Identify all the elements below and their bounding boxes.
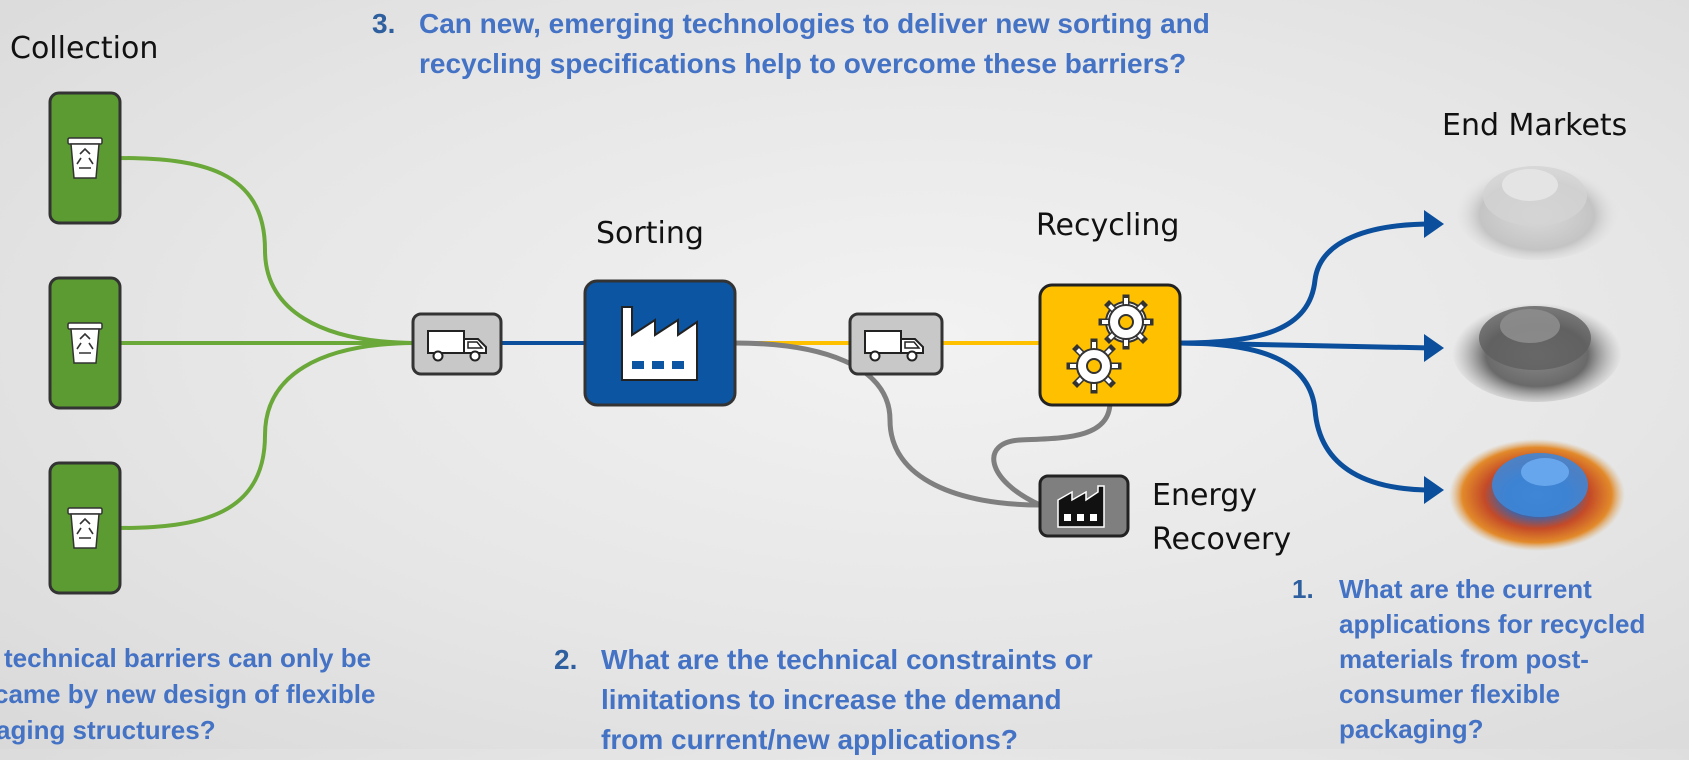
question-2: 2. What are the technical constraints or… <box>554 640 1241 760</box>
collection-bin-3 <box>48 461 122 595</box>
question-1-line-1: What are the current <box>1339 574 1592 604</box>
question-4-line-3: aging structures? <box>0 715 216 745</box>
energy-flow-lines <box>734 340 1113 508</box>
collection-bin-1 <box>48 91 122 225</box>
truck-node-1 <box>411 312 503 376</box>
collection-flow-lines <box>117 156 414 530</box>
end-market-flow-lines <box>1179 220 1434 494</box>
end-market-pile-white <box>1455 160 1619 260</box>
question-1-line-5: packaging? <box>1339 714 1484 744</box>
energy-recovery-label-line-1: Energy <box>1152 478 1258 513</box>
question-1: 1. What are the current applications for… <box>1292 572 1689 747</box>
factory-small-icon <box>1057 485 1105 528</box>
collection-label: Collection <box>10 31 159 66</box>
energy-recovery-label-line-2: Recovery <box>1152 522 1292 557</box>
recycle-bin-icon <box>67 507 103 549</box>
energy-recovery-node <box>1038 474 1130 538</box>
question-4-line-2: came by new design of flexible <box>0 679 376 709</box>
question-1-number: 1. <box>1292 574 1314 604</box>
recycle-bin-icon <box>67 137 103 179</box>
question-3-line-2: recycling specifications help to overcom… <box>419 48 1187 79</box>
sorting-node <box>583 279 737 407</box>
question-3: 3. Can new, emerging technologies to del… <box>372 4 1409 84</box>
end-markets-label: End Markets <box>1442 108 1628 143</box>
recycling-label: Recycling <box>1036 208 1180 243</box>
question-4-line-1: technical barriers can only be <box>4 643 372 673</box>
energy-recovery-label: Energy Recovery <box>1152 474 1291 562</box>
question-3-number: 3. <box>372 8 396 39</box>
end-market-arrowheads <box>1424 210 1444 504</box>
recycle-bin-icon <box>67 322 103 364</box>
question-3-line-1: Can new, emerging technologies to delive… <box>419 8 1210 39</box>
question-2-line-3: from current/new applications? <box>601 724 1018 755</box>
question-1-line-2: applications for recycled <box>1339 609 1646 639</box>
question-4-partial: technical barriers can only be came by n… <box>0 640 430 748</box>
end-market-pile-colored <box>1449 439 1625 551</box>
question-1-line-4: consumer flexible <box>1339 679 1561 709</box>
truck-node-2 <box>848 312 944 376</box>
question-2-line-1: What are the technical constraints or <box>601 644 1093 675</box>
sorting-label: Sorting <box>596 216 704 251</box>
question-2-number: 2. <box>554 644 578 675</box>
collection-bin-2 <box>48 276 122 410</box>
question-1-line-3: materials from post- <box>1339 644 1589 674</box>
question-2-line-2: limitations to increase the demand <box>601 684 1062 715</box>
factory-icon <box>621 306 698 381</box>
gears-icon <box>1066 294 1154 394</box>
end-market-pile-gray <box>1452 298 1622 402</box>
recycling-node <box>1038 283 1182 407</box>
